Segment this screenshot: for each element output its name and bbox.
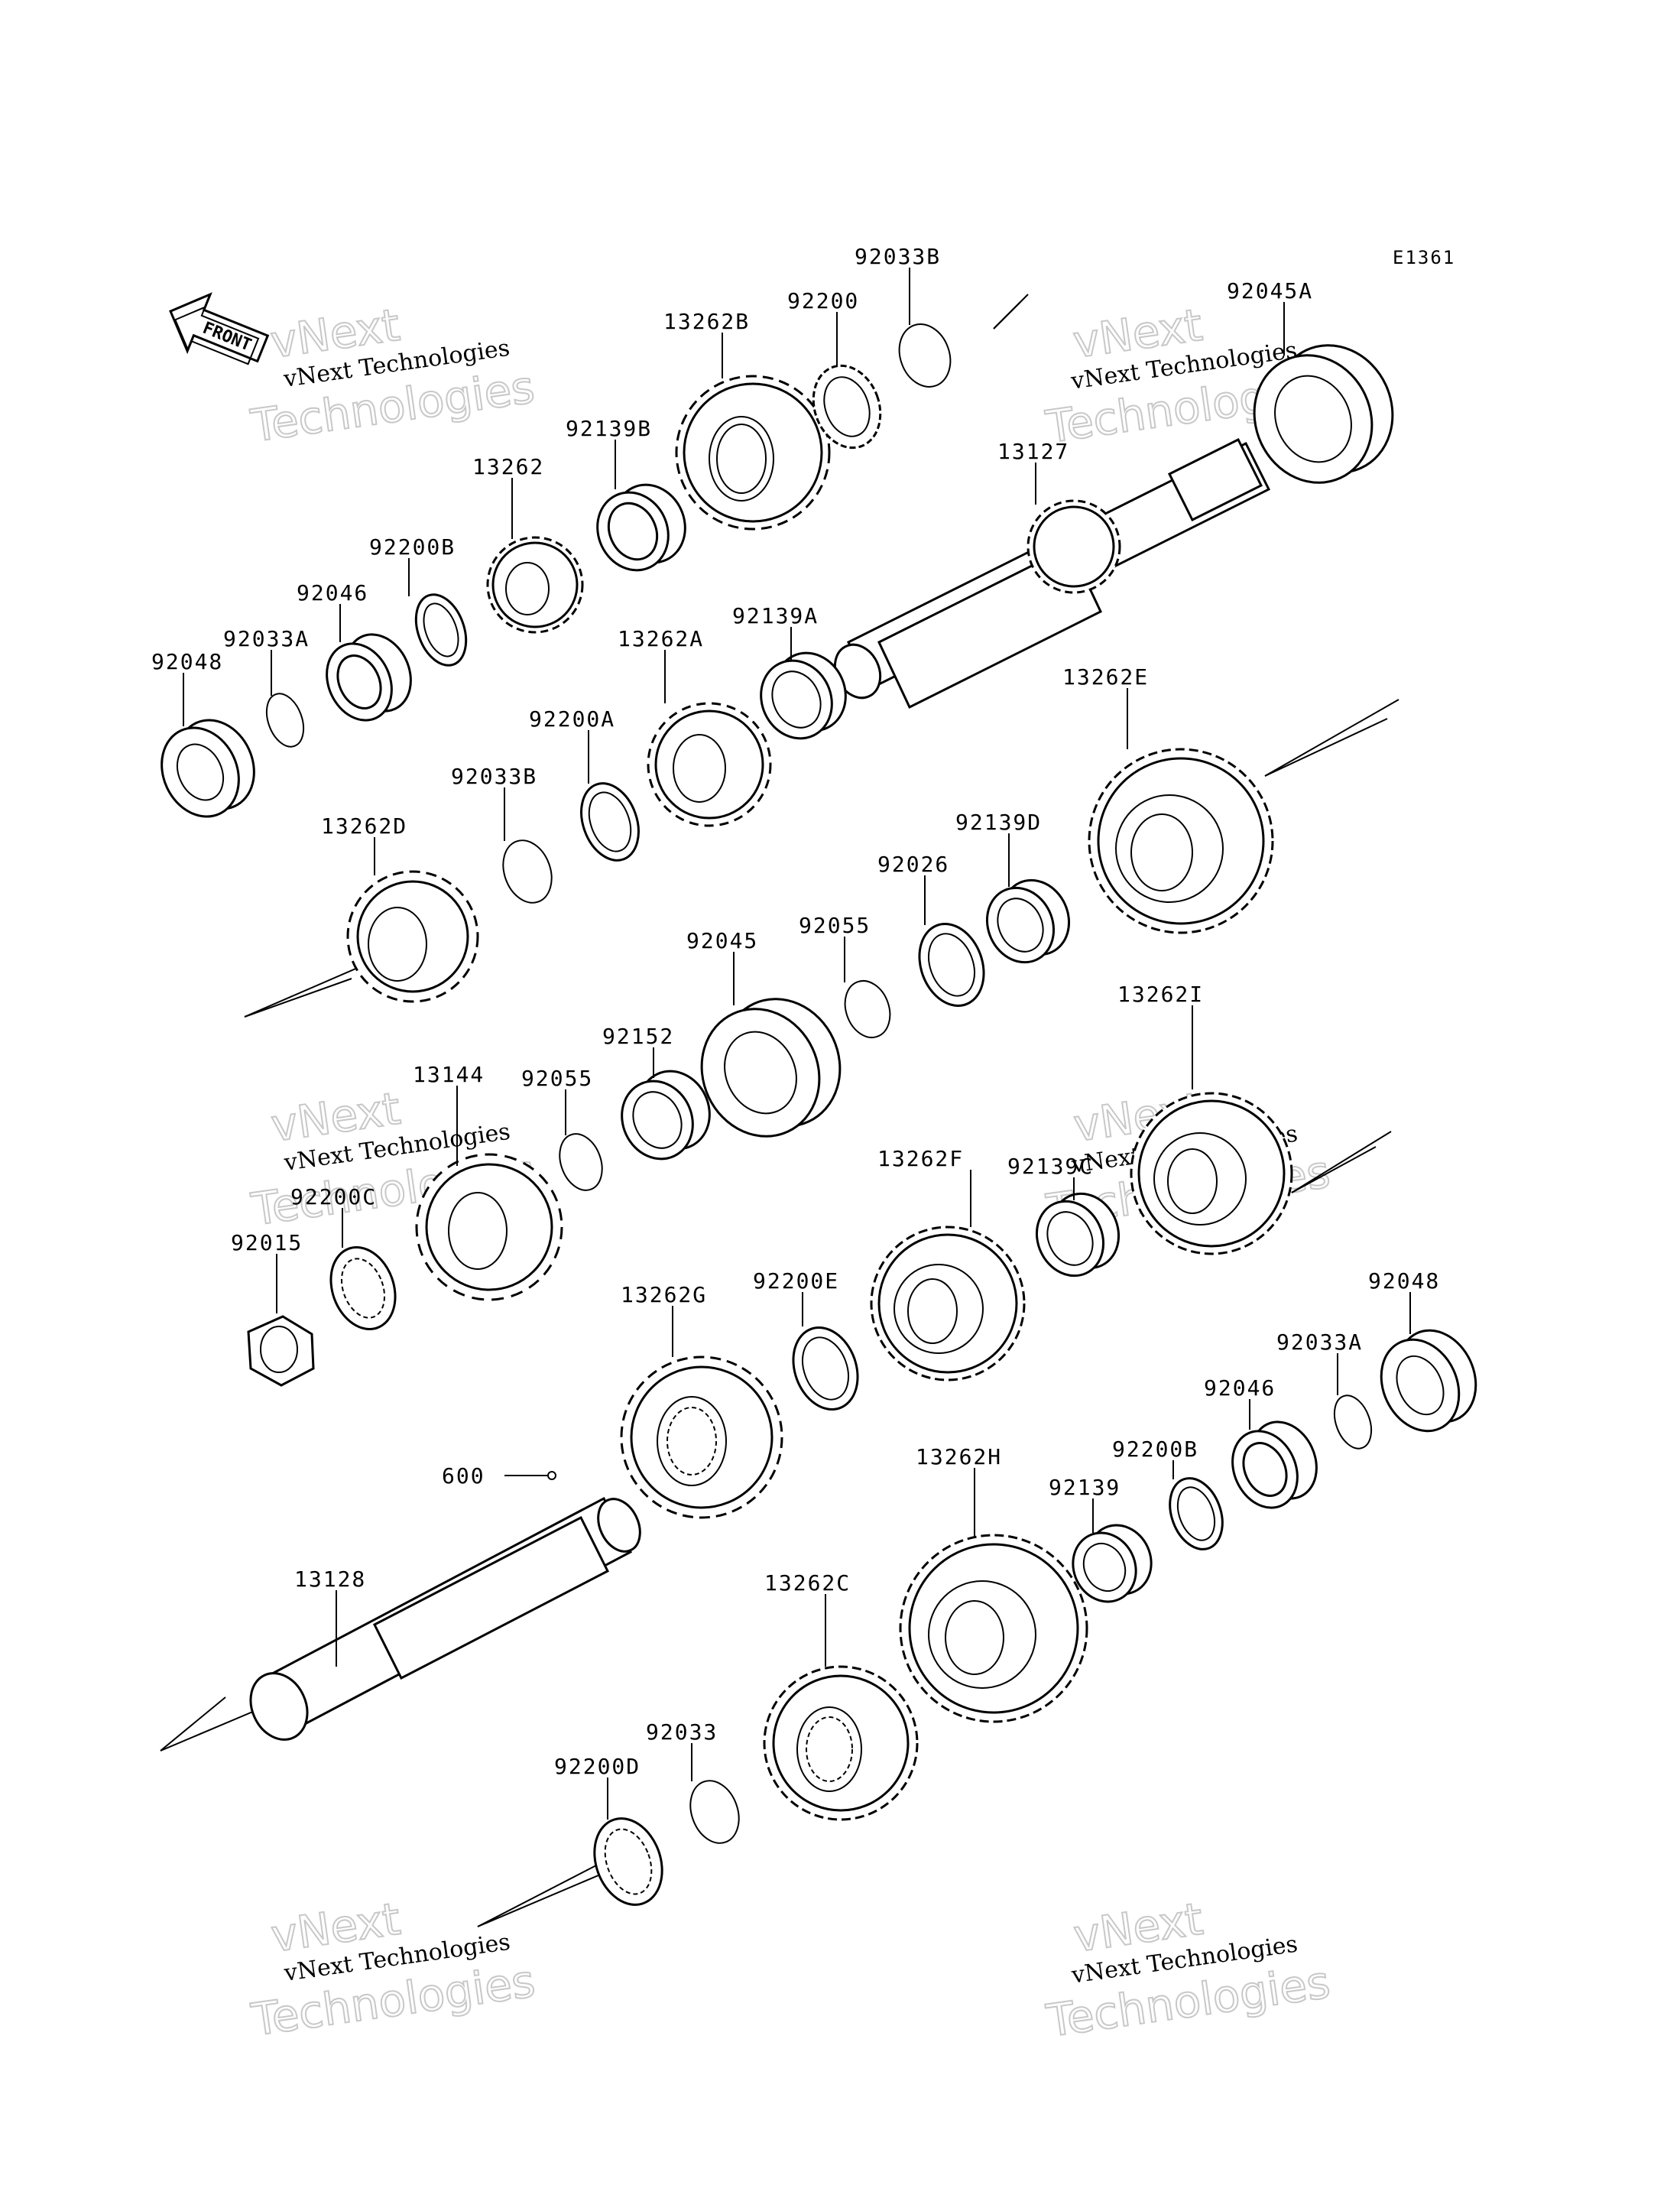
front-arrow-icon: FRONT xyxy=(169,292,270,365)
label-92033b-mid: 92033B xyxy=(451,764,537,789)
nut-92015 xyxy=(247,1315,315,1387)
bushing-92139d xyxy=(985,878,1071,964)
shaft-13127 xyxy=(833,437,1271,709)
label-92200b-top: 92200B xyxy=(369,534,456,560)
oring-92055-b xyxy=(559,1133,603,1191)
label-92045: 92045 xyxy=(686,928,758,953)
label-92200d: 92200D xyxy=(554,1754,641,1779)
label-92046-top: 92046 xyxy=(297,580,368,606)
label-13127: 13127 xyxy=(997,439,1069,464)
label-92200a: 92200A xyxy=(529,706,615,732)
label-13262a: 13262A xyxy=(618,626,704,651)
label-92152: 92152 xyxy=(602,1024,674,1049)
bushing-92139b xyxy=(596,483,686,572)
label-92139b: 92139B xyxy=(566,416,652,441)
oring-92055-a xyxy=(844,980,891,1038)
bearing-92048-bottom xyxy=(1380,1329,1477,1433)
label-13262: 13262 xyxy=(472,454,544,479)
collar-92152 xyxy=(621,1070,711,1161)
circlip-92033a-bottom xyxy=(1333,1394,1373,1450)
sprocket-13144 xyxy=(415,1153,563,1301)
washer-92200-top xyxy=(812,364,882,450)
washer-92200d xyxy=(593,1817,663,1906)
bushing-92139 xyxy=(1072,1524,1153,1603)
label-600: 600 xyxy=(442,1463,485,1489)
circlip-92033a-top xyxy=(265,693,305,748)
gear-13262b xyxy=(675,375,831,531)
bushing-92139a xyxy=(760,651,847,740)
label-92200e: 92200E xyxy=(753,1268,839,1294)
washer-92026 xyxy=(918,923,985,1007)
label-92200c: 92200C xyxy=(290,1184,377,1209)
label-13262f: 13262F xyxy=(877,1146,964,1171)
gear-13262h xyxy=(899,1534,1088,1723)
needle-bearing-92046-bottom xyxy=(1231,1420,1318,1509)
gear-13262 xyxy=(486,536,584,634)
label-92026: 92026 xyxy=(877,852,949,877)
label-92048-top: 92048 xyxy=(151,649,223,674)
label-13128: 13128 xyxy=(294,1567,366,1592)
bearing-92045a xyxy=(1253,344,1394,484)
watermark-bottom-left: vNext vNext Technologies Technologies xyxy=(248,1892,539,2047)
label-13262d: 13262D xyxy=(321,813,407,839)
label-13262e: 13262E xyxy=(1062,664,1149,690)
label-92033b-top: 92033B xyxy=(855,244,941,269)
label-13144: 13144 xyxy=(413,1062,485,1087)
label-92033a-bottom: 92033A xyxy=(1276,1330,1363,1355)
label-92033: 92033 xyxy=(646,1719,718,1745)
label-92139a: 92139A xyxy=(732,603,819,628)
washer-92200c xyxy=(329,1246,397,1330)
bearing-92045 xyxy=(700,998,842,1138)
gear-13262g xyxy=(620,1355,783,1519)
circlip-92033b-top xyxy=(898,323,952,388)
watermark-top-left: vNext vNext Technologies Technologies xyxy=(247,298,538,453)
shaft-13128 xyxy=(249,1496,641,1741)
label-13262h: 13262H xyxy=(916,1444,1002,1469)
label-92015: 92015 xyxy=(231,1230,303,1255)
needle-bearing-92046-top xyxy=(326,633,412,722)
label-92048-bottom: 92048 xyxy=(1368,1268,1440,1294)
washer-92200b-top xyxy=(414,593,468,667)
washer-92200a xyxy=(580,782,640,862)
washer-92200e xyxy=(792,1326,859,1411)
bushing-92139c xyxy=(1035,1192,1121,1278)
marker-600 xyxy=(504,1471,556,1480)
gear-13262i xyxy=(1130,1092,1293,1255)
part-labels: 92033B 92200 13262B 92045A 92139B 13262 … xyxy=(151,244,1440,1779)
label-92139c: 92139C xyxy=(1007,1154,1094,1179)
circlip-92033 xyxy=(689,1780,740,1844)
gear-13262e xyxy=(1088,748,1274,934)
label-13262i: 13262I xyxy=(1117,982,1204,1007)
axis-lines xyxy=(160,294,1399,1927)
circlip-92033b-mid xyxy=(502,839,553,904)
label-13262g: 13262G xyxy=(621,1282,707,1307)
label-13262c: 13262C xyxy=(764,1570,851,1596)
gear-13262f xyxy=(870,1226,1026,1381)
leader-lines xyxy=(183,268,1411,1820)
label-92055-a: 92055 xyxy=(799,913,871,938)
label-13262b: 13262B xyxy=(663,309,750,334)
bearing-92048-top xyxy=(161,719,255,818)
label-92139: 92139 xyxy=(1049,1475,1121,1500)
washer-92200b-bottom xyxy=(1169,1477,1224,1550)
label-92200-top: 92200 xyxy=(787,288,859,313)
label-92033a-top: 92033A xyxy=(223,626,310,651)
gear-13262c xyxy=(763,1665,919,1821)
label-92055-b: 92055 xyxy=(521,1066,593,1091)
diagram-code: E1361 xyxy=(1393,247,1455,268)
label-92139d: 92139D xyxy=(955,810,1042,835)
watermark-bottom-right: vNext vNext Technologies Technologies xyxy=(1043,1892,1334,2048)
label-92045a: 92045A xyxy=(1227,278,1313,304)
label-92200b-bottom: 92200B xyxy=(1112,1437,1198,1462)
gear-13262d xyxy=(346,870,479,1003)
label-92046-bottom: 92046 xyxy=(1204,1375,1276,1401)
gear-13262a xyxy=(647,702,772,827)
